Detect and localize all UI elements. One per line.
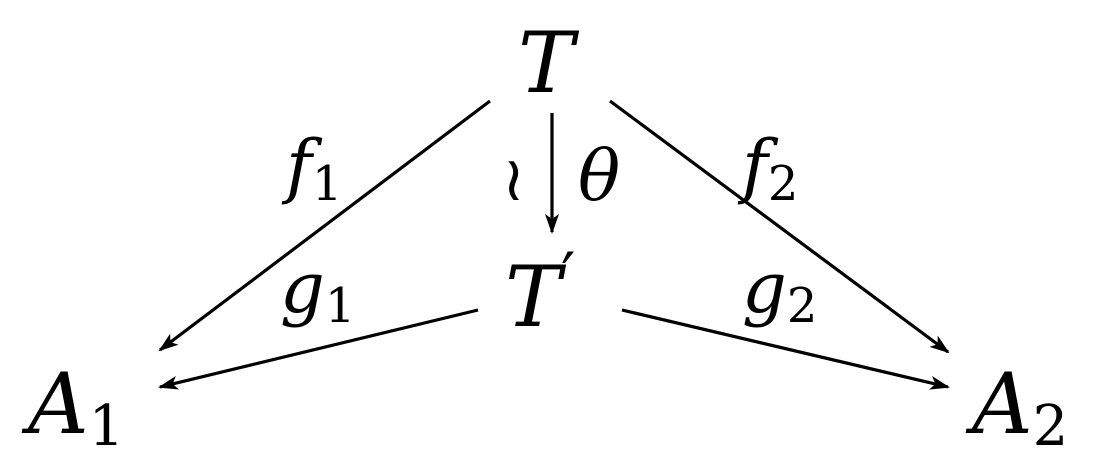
node-t: T: [518, 14, 580, 112]
node-a1: A1: [21, 355, 124, 459]
arrow-f2: [609, 99, 950, 354]
node-a1-sub: 1: [89, 394, 125, 459]
node-t-prime: T′: [505, 240, 576, 346]
node-t-base: T: [518, 14, 580, 112]
node-t-prime-mark: ′: [561, 240, 576, 314]
node-a1-base: A: [21, 355, 89, 453]
label-f2-sub: 2: [768, 156, 799, 212]
label-g2: g2: [742, 247, 817, 334]
node-a2: A2: [965, 355, 1068, 459]
label-theta-base: θ: [578, 135, 620, 217]
label-f2: f2: [737, 125, 798, 212]
arrow-g2: [621, 308, 950, 390]
node-t-prime-base: T: [505, 248, 567, 346]
iso-wreath-icon: ≀: [502, 142, 525, 215]
label-f1: f1: [281, 125, 342, 212]
label-g1: g1: [280, 247, 355, 334]
label-theta: θ: [578, 135, 620, 217]
node-a2-base: A: [965, 355, 1033, 453]
label-f1-sub: 1: [312, 156, 343, 212]
label-g1-base: g: [280, 247, 325, 329]
label-g2-sub: 2: [787, 278, 818, 334]
node-a2-sub: 2: [1033, 394, 1069, 459]
label-g2-base: g: [742, 247, 787, 329]
label-g1-sub: 1: [325, 278, 356, 334]
arrow-g1: [158, 308, 479, 390]
arrow-f1: [158, 99, 491, 352]
